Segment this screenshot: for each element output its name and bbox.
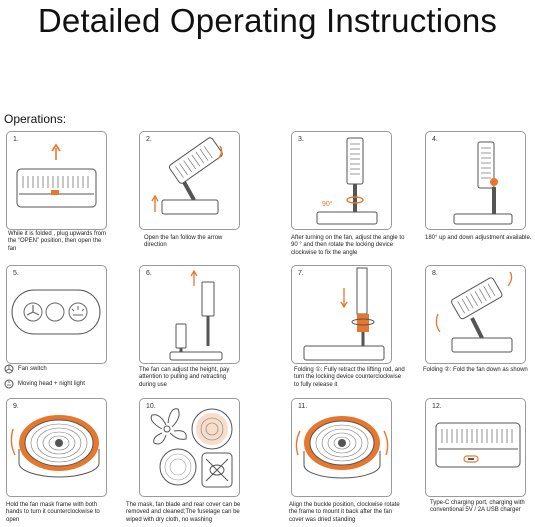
step-10-card: 10. (139, 398, 240, 497)
step-number: 6. (146, 270, 152, 277)
step-6-caption: The fan can adjust the height, pay atten… (139, 367, 230, 388)
moving-head-icon (4, 379, 14, 389)
step-1-caption: While it is folded , plug upwards from t… (8, 231, 107, 252)
step-6-card: 6. (139, 265, 240, 364)
step-10-caption: The mask, fan blade and rear cover can b… (126, 502, 241, 523)
step-12-card: 12. (425, 398, 526, 497)
legend-fan-switch: Fan switch (4, 364, 47, 374)
step-number: 2. (146, 136, 152, 143)
step-12-caption: Type-C charging port, charging with conv… (430, 500, 525, 514)
step-1-card: 1. (6, 131, 107, 230)
step-3-card: 3. 90° (291, 131, 392, 230)
step-5-illustration (11, 289, 101, 335)
step-4-caption: 180° up and down adjustment available. (425, 235, 532, 241)
page-title: Detailed Operating Instructions (37, 2, 498, 39)
step-2-card: 2. (139, 131, 240, 230)
step-8-illustration (435, 271, 513, 353)
step-9-caption: Hold the fan mask frame with both hands … (6, 502, 100, 523)
step-5-card: 5. (6, 265, 107, 364)
step-12-illustration (435, 422, 521, 468)
angle-label: 90° (322, 200, 333, 208)
step-10-illustration (150, 408, 233, 488)
step-9-illustration (10, 415, 100, 478)
step-number: 3. (298, 136, 304, 143)
step-7-illustration (303, 267, 385, 361)
step-number: 5. (13, 270, 19, 277)
step-6-illustration (169, 269, 223, 361)
step-9-card: 9. (6, 398, 107, 497)
step-11-illustration (295, 416, 389, 479)
step-8-card: 8. (425, 265, 526, 364)
step-7-caption: Folding ①: Fully retract the lifting rod… (294, 367, 405, 388)
step-number: 12. (432, 403, 442, 410)
step-11-caption: Align the buckle position, clockwise rot… (289, 502, 400, 523)
step-number: 7. (298, 270, 304, 277)
step-2-caption: Open the fan follow the arrow direction (144, 235, 223, 249)
step-7-card: 7. (291, 265, 392, 364)
legend-label: Fan switch (18, 366, 47, 372)
step-4-illustration (453, 141, 513, 225)
step-number: 11. (298, 403, 308, 410)
legend-moving-head: Moving head + night light (4, 379, 85, 389)
step-8-caption: Folding ②: Fold the fan down as shown (423, 367, 528, 373)
step-3-illustration: 90° (316, 137, 378, 225)
step-number: 10. (146, 403, 156, 410)
step-4-card: 4. (425, 131, 526, 230)
fan-icon (4, 364, 14, 374)
step-number: 1. (13, 136, 19, 143)
step-number: 9. (13, 403, 19, 410)
step-3-caption: After turning on the fan, adjust the ang… (291, 235, 405, 256)
step-1-illustration (16, 143, 97, 208)
section-label: Operations: (4, 112, 67, 126)
step-number: 8. (432, 270, 438, 277)
step-2-illustration (151, 137, 223, 215)
legend-label: Moving head + night light (18, 381, 85, 387)
step-number: 4. (432, 136, 438, 143)
step-11-card: 11. (291, 398, 392, 497)
